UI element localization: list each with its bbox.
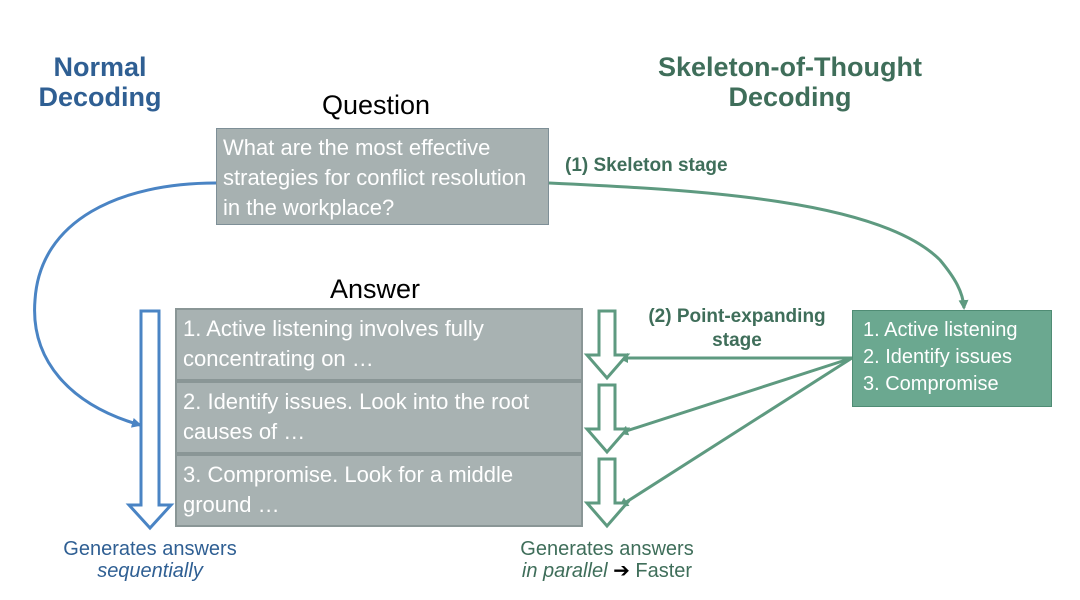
skeleton-box: 1. Active listening 2. Identify issues 3…: [852, 310, 1052, 407]
skeleton-point-3: 3. Compromise: [863, 373, 999, 395]
sot-caption-parallel: in parallel: [521, 560, 608, 582]
sot-caption-faster: Faster: [635, 560, 693, 582]
parallel-hollow-arrow-1: [583, 309, 631, 381]
expand-arrow-3: [618, 356, 853, 508]
skeleton-point-1: 1. Active listening: [863, 319, 1018, 341]
normal-title-line1: Normal: [53, 52, 147, 82]
point-expanding-stage-label: (2) Point-expanding stage: [632, 305, 842, 353]
skeleton-stage-curve-arrow: [548, 181, 969, 310]
answer-point-1-text: 1. Active listening involves fully conce…: [183, 316, 484, 371]
question-box: What are the most effective strategies f…: [216, 128, 549, 225]
answer-point-2: 2. Identify issues. Look into the root c…: [175, 381, 583, 454]
right-arrow-icon: ➔: [613, 560, 630, 582]
answer-point-1: 1. Active listening involves fully conce…: [175, 308, 583, 381]
answer-box: 1. Active listening involves fully conce…: [175, 308, 583, 527]
answer-point-2-text: 2. Identify issues. Look into the root c…: [183, 389, 530, 444]
parallel-hollow-arrow-3: [583, 457, 631, 529]
skeleton-stage-label: (1) Skeleton stage: [565, 155, 728, 176]
stage2-line2: stage: [712, 330, 762, 351]
question-heading: Question: [322, 90, 431, 120]
normal-caption-line1: Generates answers: [63, 538, 237, 560]
stage2-line1: (2) Point-expanding: [648, 306, 826, 327]
sot-caption-line1: Generates answers: [520, 538, 694, 560]
parallel-hollow-arrow-2: [583, 383, 631, 455]
sot-caption-line2: in parallel ➔ Faster: [497, 560, 717, 582]
answer-point-3: 3. Compromise. Look for a middle ground …: [175, 454, 583, 527]
expand-arrow-2: [618, 356, 853, 436]
normal-title-line2: Decoding: [38, 82, 162, 112]
sot-title-line1: Skeleton-of-Thought: [658, 52, 922, 82]
answer-heading: Answer: [330, 274, 421, 304]
normal-decoding-title: Normal Decoding: [30, 52, 170, 112]
sot-caption: Generates answers in parallel ➔ Faster: [497, 538, 717, 582]
skeleton-point-2: 2. Identify issues: [863, 346, 1012, 368]
answer-point-3-text: 3. Compromise. Look for a middle ground …: [183, 462, 514, 517]
question-text: What are the most effective strategies f…: [223, 135, 527, 220]
normal-caption-line2: sequentially: [97, 560, 203, 582]
sot-title-line2: Decoding: [728, 82, 852, 112]
sequential-hollow-arrow: [125, 309, 175, 531]
sot-decoding-title: Skeleton-of-Thought Decoding: [640, 52, 940, 112]
normal-decoding-curve-arrow: [33, 181, 217, 428]
normal-caption: Generates answers sequentially: [40, 538, 260, 582]
